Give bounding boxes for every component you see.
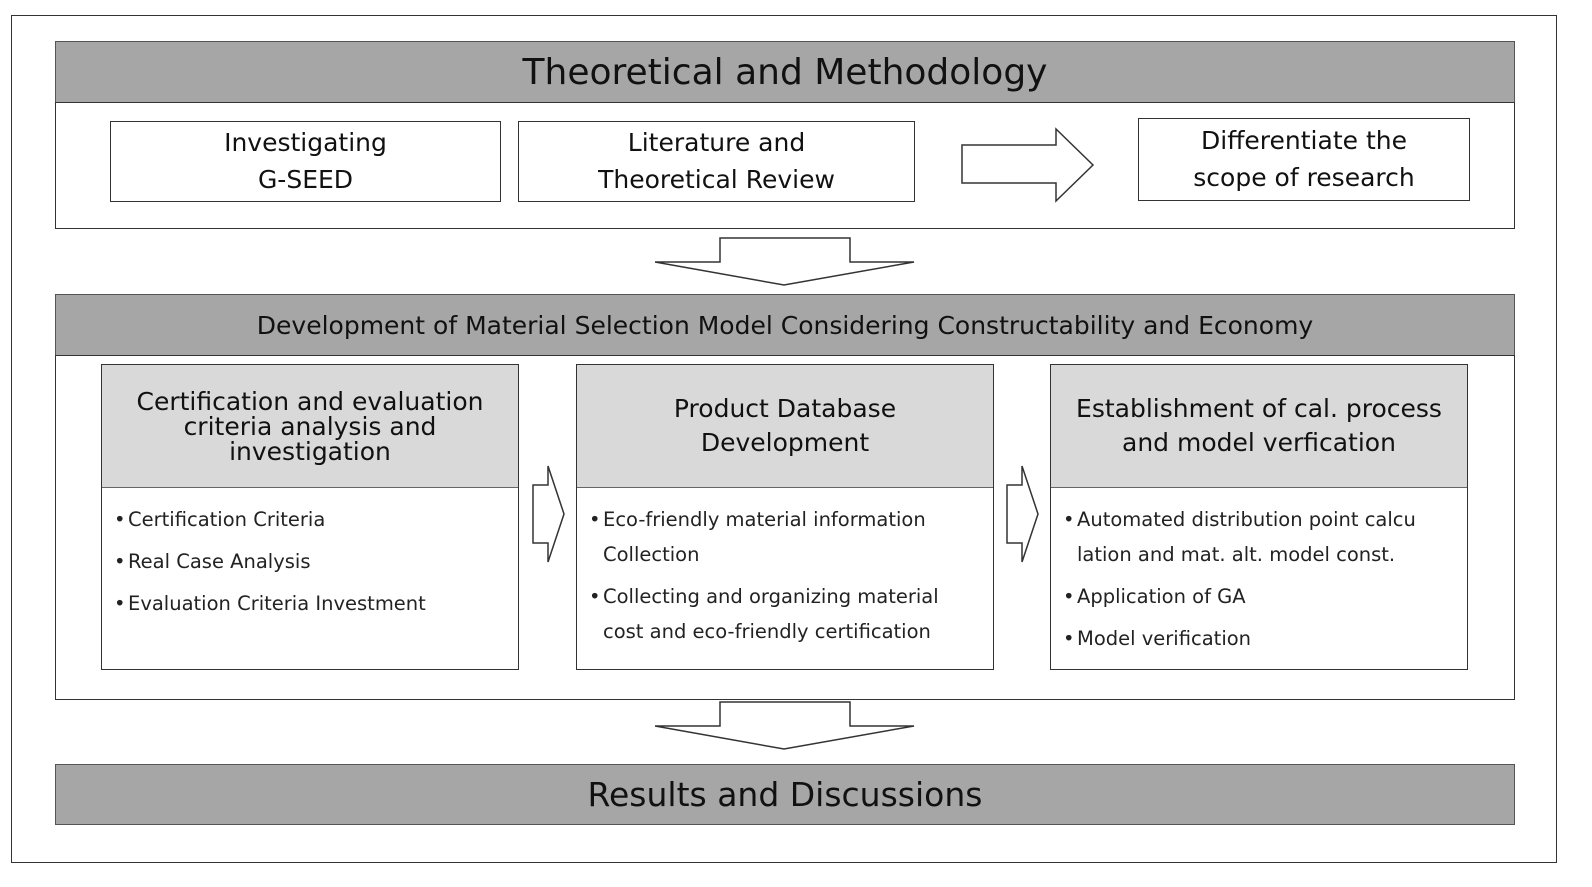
box-differentiate-scope: Differentiate the scope of research: [1138, 118, 1470, 201]
card-bullet-list: Certification Criteria Real Case Analysi…: [102, 488, 518, 621]
card-heading-text: Product Database Development: [673, 394, 897, 457]
card-heading-text: Establishment of cal. process and model …: [1076, 394, 1442, 457]
section-header-development: Development of Material Selection Model …: [55, 294, 1515, 356]
diagram-frame: [11, 15, 1557, 863]
list-item: Automated distribution point calcu latio…: [1061, 502, 1457, 572]
list-item: Model verification: [1061, 621, 1457, 656]
card-certification-analysis: Certification and evaluation criteria an…: [101, 364, 519, 670]
list-item: Evaluation Criteria Investment: [112, 586, 508, 621]
card-heading: Certification and evaluation criteria an…: [102, 365, 518, 488]
list-item: Real Case Analysis: [112, 544, 508, 579]
section-header-results: Results and Discussions: [55, 764, 1515, 825]
section-title: Development of Material Selection Model …: [256, 310, 1314, 340]
down-arrow-icon: [654, 701, 915, 750]
right-arrow-icon: [532, 465, 565, 563]
box-literature-review: Literature and Theoretical Review: [518, 121, 915, 202]
section-header-theoretical: Theoretical and Methodology: [55, 41, 1515, 103]
list-item: Eco-friendly material information Collec…: [587, 502, 983, 572]
card-product-database: Product Database Development Eco-friendl…: [576, 364, 994, 670]
card-heading: Product Database Development: [577, 365, 993, 488]
box-label: Investigating G-SEED: [224, 128, 387, 194]
card-bullet-list: Automated distribution point calcu latio…: [1051, 488, 1467, 656]
section-title: Theoretical and Methodology: [522, 51, 1048, 93]
box-label: Differentiate the scope of research: [1193, 126, 1415, 192]
list-item: Application of GA: [1061, 579, 1457, 614]
list-item: Collecting and organizing material cost …: [587, 579, 983, 649]
card-bullet-list: Eco-friendly material information Collec…: [577, 488, 993, 649]
card-heading: Establishment of cal. process and model …: [1051, 365, 1467, 488]
list-item: Certification Criteria: [112, 502, 508, 537]
right-arrow-icon: [961, 127, 1095, 203]
card-heading-text: Certification and evaluation criteria an…: [136, 386, 484, 466]
section-title: Results and Discussions: [587, 775, 983, 814]
box-investigating-gseed: Investigating G-SEED: [110, 121, 501, 202]
card-establishment-verification: Establishment of cal. process and model …: [1050, 364, 1468, 670]
box-label: Literature and Theoretical Review: [598, 128, 835, 194]
right-arrow-icon: [1006, 465, 1039, 563]
down-arrow-icon: [654, 237, 915, 286]
